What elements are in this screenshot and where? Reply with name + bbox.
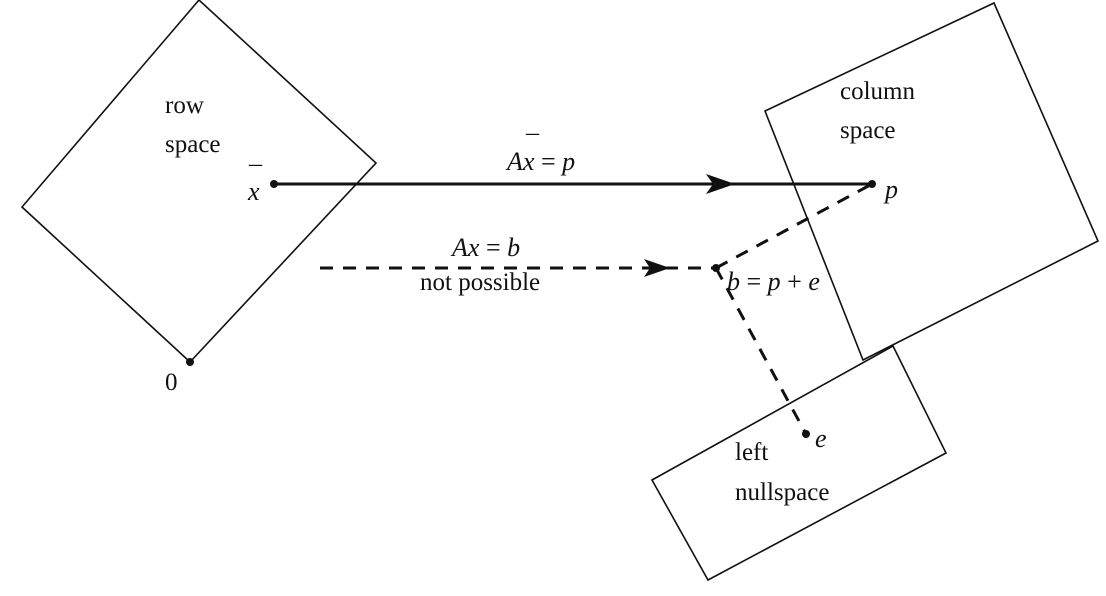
dashed-b-to-e — [714, 267, 808, 435]
eq1-A: A — [505, 147, 523, 176]
left-nullspace-label-line1: left — [735, 439, 768, 466]
row-space-region — [20, 0, 378, 364]
beq-e: e — [808, 267, 820, 296]
eq1-x-bar: ¯ — [525, 131, 540, 160]
eq2-eq: = — [479, 233, 507, 262]
b-equation-label: b = p + e — [727, 267, 820, 296]
x-bar-point — [270, 180, 278, 188]
origin-point — [186, 358, 194, 366]
dashed-arrow-equation: Ax = b — [450, 233, 520, 262]
e-label: e — [815, 424, 827, 453]
column-space-label-line1: column — [840, 78, 915, 105]
eq2-A: A — [450, 233, 468, 262]
p-label: p — [883, 175, 898, 204]
x-bar-label-bar: ¯ — [248, 162, 263, 191]
solid-arrow-head — [706, 174, 735, 194]
eq2-b: b — [507, 233, 520, 262]
x-bar-label: x — [247, 177, 260, 206]
beq-eq: = — [740, 267, 768, 296]
beq-plus: + — [781, 267, 809, 296]
column-space-label-line2: space — [840, 117, 896, 144]
column-space-region — [763, 1, 1100, 362]
left-nullspace-region — [650, 344, 948, 582]
p-point — [868, 180, 876, 188]
eq1-x: x — [522, 147, 535, 176]
solid-arrow-equation: Ax = p — [505, 147, 575, 176]
eq1-eq: = — [534, 147, 562, 176]
not-possible-label: not possible — [420, 269, 540, 296]
beq-b: b — [727, 267, 740, 296]
dashed-arrow-head — [644, 259, 670, 277]
dashed-b-to-p — [715, 182, 873, 270]
eq1-p: p — [560, 147, 575, 176]
row-space-label-line2: space — [165, 131, 221, 158]
left-nullspace-label-line2: nullspace — [735, 479, 829, 506]
origin-label: 0 — [165, 369, 178, 396]
beq-p: p — [766, 267, 781, 296]
row-space-label-line1: row — [165, 92, 204, 119]
e-point — [802, 430, 810, 438]
eq2-x: x — [467, 233, 480, 262]
